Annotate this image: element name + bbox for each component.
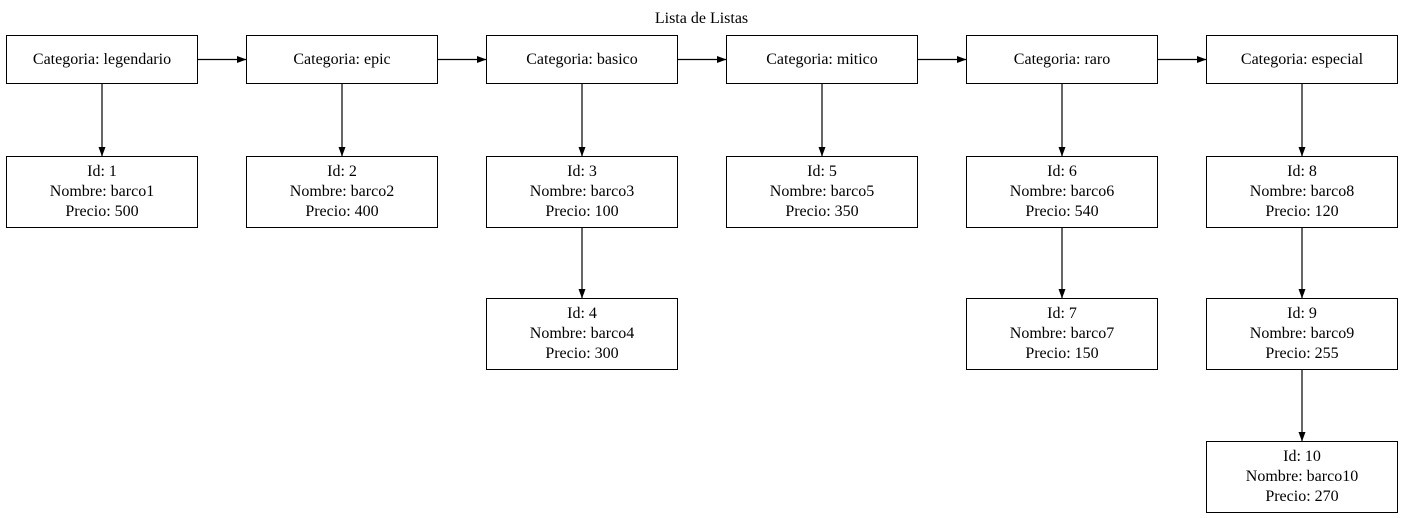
category-node: Categoria: mitico bbox=[726, 35, 918, 84]
category-node: Categoria: raro bbox=[966, 35, 1158, 84]
item-nombre: Nombre: barco2 bbox=[289, 183, 395, 200]
diagram-title: Lista de Listas bbox=[654, 10, 749, 27]
item-id: Id: 7 bbox=[1047, 305, 1077, 322]
item-precio: Precio: 150 bbox=[1025, 345, 1099, 362]
item-precio: Precio: 400 bbox=[305, 203, 379, 220]
item-precio: Precio: 270 bbox=[1265, 488, 1339, 505]
item-precio: Precio: 255 bbox=[1265, 345, 1339, 362]
category-node: Categoria: basico bbox=[486, 35, 678, 84]
category-label: Categoria: legendario bbox=[32, 50, 172, 68]
item-precio: Precio: 300 bbox=[545, 345, 619, 362]
item-id: Id: 1 bbox=[87, 163, 117, 180]
item-id: Id: 8 bbox=[1287, 163, 1317, 180]
category-node: Categoria: legendario bbox=[6, 35, 198, 84]
category-label: Categoria: especial bbox=[1240, 50, 1364, 68]
category-node: Categoria: especial bbox=[1206, 35, 1398, 84]
item-id: Id: 6 bbox=[1047, 163, 1077, 180]
category-label: Categoria: epic bbox=[293, 50, 391, 68]
item-nombre: Nombre: barco9 bbox=[1249, 325, 1355, 342]
item-id: Id: 4 bbox=[567, 305, 597, 322]
category-node: Categoria: epic bbox=[246, 35, 438, 84]
item-id: Id: 10 bbox=[1283, 448, 1321, 465]
item-nombre: Nombre: barco7 bbox=[1009, 325, 1115, 342]
category-label: Categoria: raro bbox=[1013, 50, 1111, 68]
item-nombre: Nombre: barco5 bbox=[769, 183, 875, 200]
item-nombre: Nombre: barco10 bbox=[1245, 468, 1359, 485]
item-nombre: Nombre: barco3 bbox=[529, 183, 635, 200]
category-label: Categoria: mitico bbox=[766, 50, 878, 68]
item-nombre: Nombre: barco4 bbox=[529, 325, 635, 342]
category-label: Categoria: basico bbox=[526, 50, 638, 68]
item-nombre: Nombre: barco6 bbox=[1009, 183, 1115, 200]
item-precio: Precio: 100 bbox=[545, 203, 619, 220]
item-precio: Precio: 500 bbox=[65, 203, 139, 220]
item-precio: Precio: 540 bbox=[1025, 203, 1099, 220]
item-id: Id: 9 bbox=[1287, 305, 1317, 322]
item-id: Id: 3 bbox=[567, 163, 597, 180]
item-nombre: Nombre: barco1 bbox=[49, 183, 155, 200]
item-id: Id: 2 bbox=[327, 163, 357, 180]
item-precio: Precio: 350 bbox=[785, 203, 859, 220]
item-id: Id: 5 bbox=[807, 163, 837, 180]
item-nombre: Nombre: barco8 bbox=[1249, 183, 1355, 200]
item-precio: Precio: 120 bbox=[1265, 203, 1339, 220]
